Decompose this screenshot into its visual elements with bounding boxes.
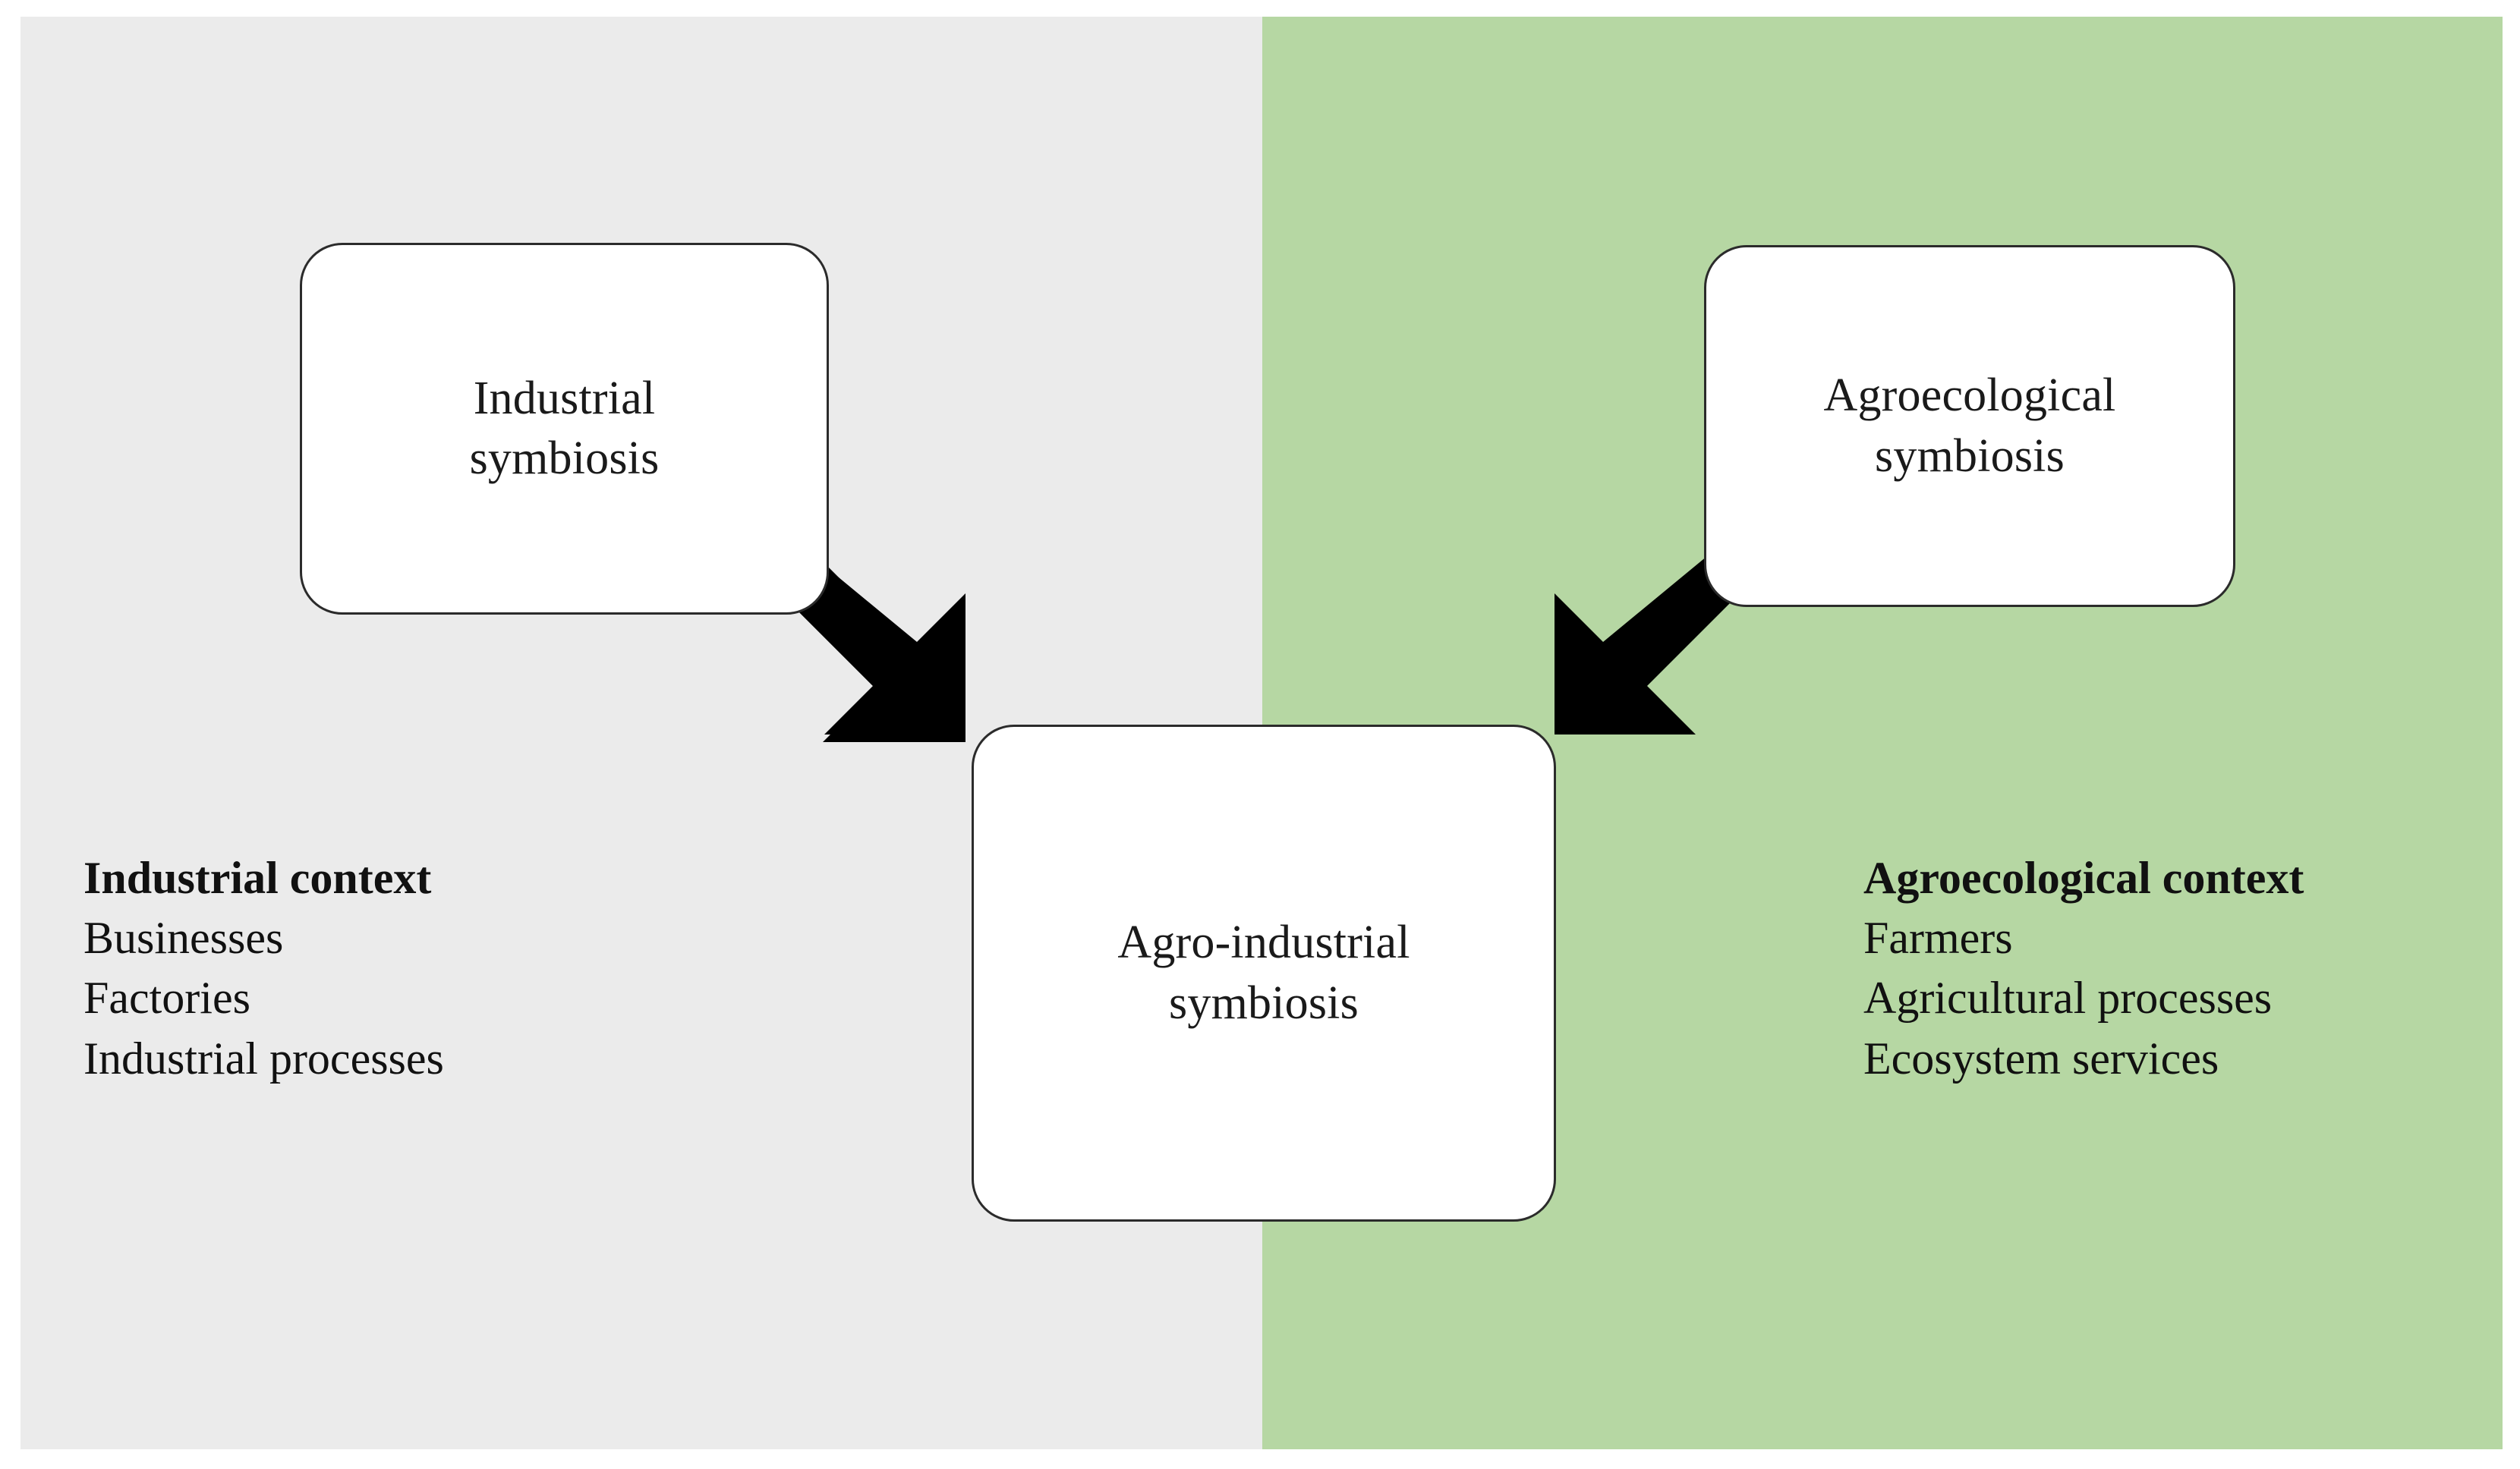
- node-agroecological-symbiosis-label: Agroecological symbiosis: [1804, 366, 2136, 486]
- node-label-line-1: Agro-industrial: [1117, 917, 1410, 969]
- node-label-line-1: Agroecological: [1823, 370, 2116, 422]
- industrial-context-item-industrial-processes: Industrial processes: [83, 1033, 444, 1084]
- node-agroecological-symbiosis[interactable]: Agroecological symbiosis: [1704, 245, 2235, 607]
- agroecological-context-item-ecosystem-services: Ecosystem services: [1863, 1033, 2219, 1084]
- node-industrial-symbiosis[interactable]: Industrial symbiosis: [300, 243, 829, 615]
- node-label-line-2: symbiosis: [1875, 429, 2065, 482]
- node-agro-industrial-symbiosis[interactable]: Agro-industrial symbiosis: [972, 725, 1556, 1222]
- agroecological-context-item-farmers: Farmers: [1863, 913, 2013, 964]
- node-agro-industrial-symbiosis-label: Agro-industrial symbiosis: [1098, 913, 1429, 1033]
- node-industrial-symbiosis-label: Industrial symbiosis: [450, 369, 679, 489]
- agroecological-context-text-block: Agroecological context Farmers Agricultu…: [1863, 848, 2304, 1089]
- agroecological-context-item-agricultural-processes: Agricultural processes: [1863, 973, 2273, 1024]
- node-label-line-2: symbiosis: [469, 433, 660, 484]
- industrial-context-heading: Industrial context: [83, 853, 432, 903]
- node-label-line-1: Industrial: [473, 372, 656, 424]
- industrial-context-item-factories: Factories: [83, 973, 250, 1024]
- arrow-agroecological-to-center-icon: [1555, 542, 1758, 734]
- industrial-context-text-block: Industrial context Businesses Factories …: [83, 848, 444, 1089]
- agroecological-context-heading: Agroecological context: [1863, 853, 2304, 903]
- node-label-line-2: symbiosis: [1169, 977, 1359, 1029]
- industrial-context-item-businesses: Businesses: [83, 913, 284, 964]
